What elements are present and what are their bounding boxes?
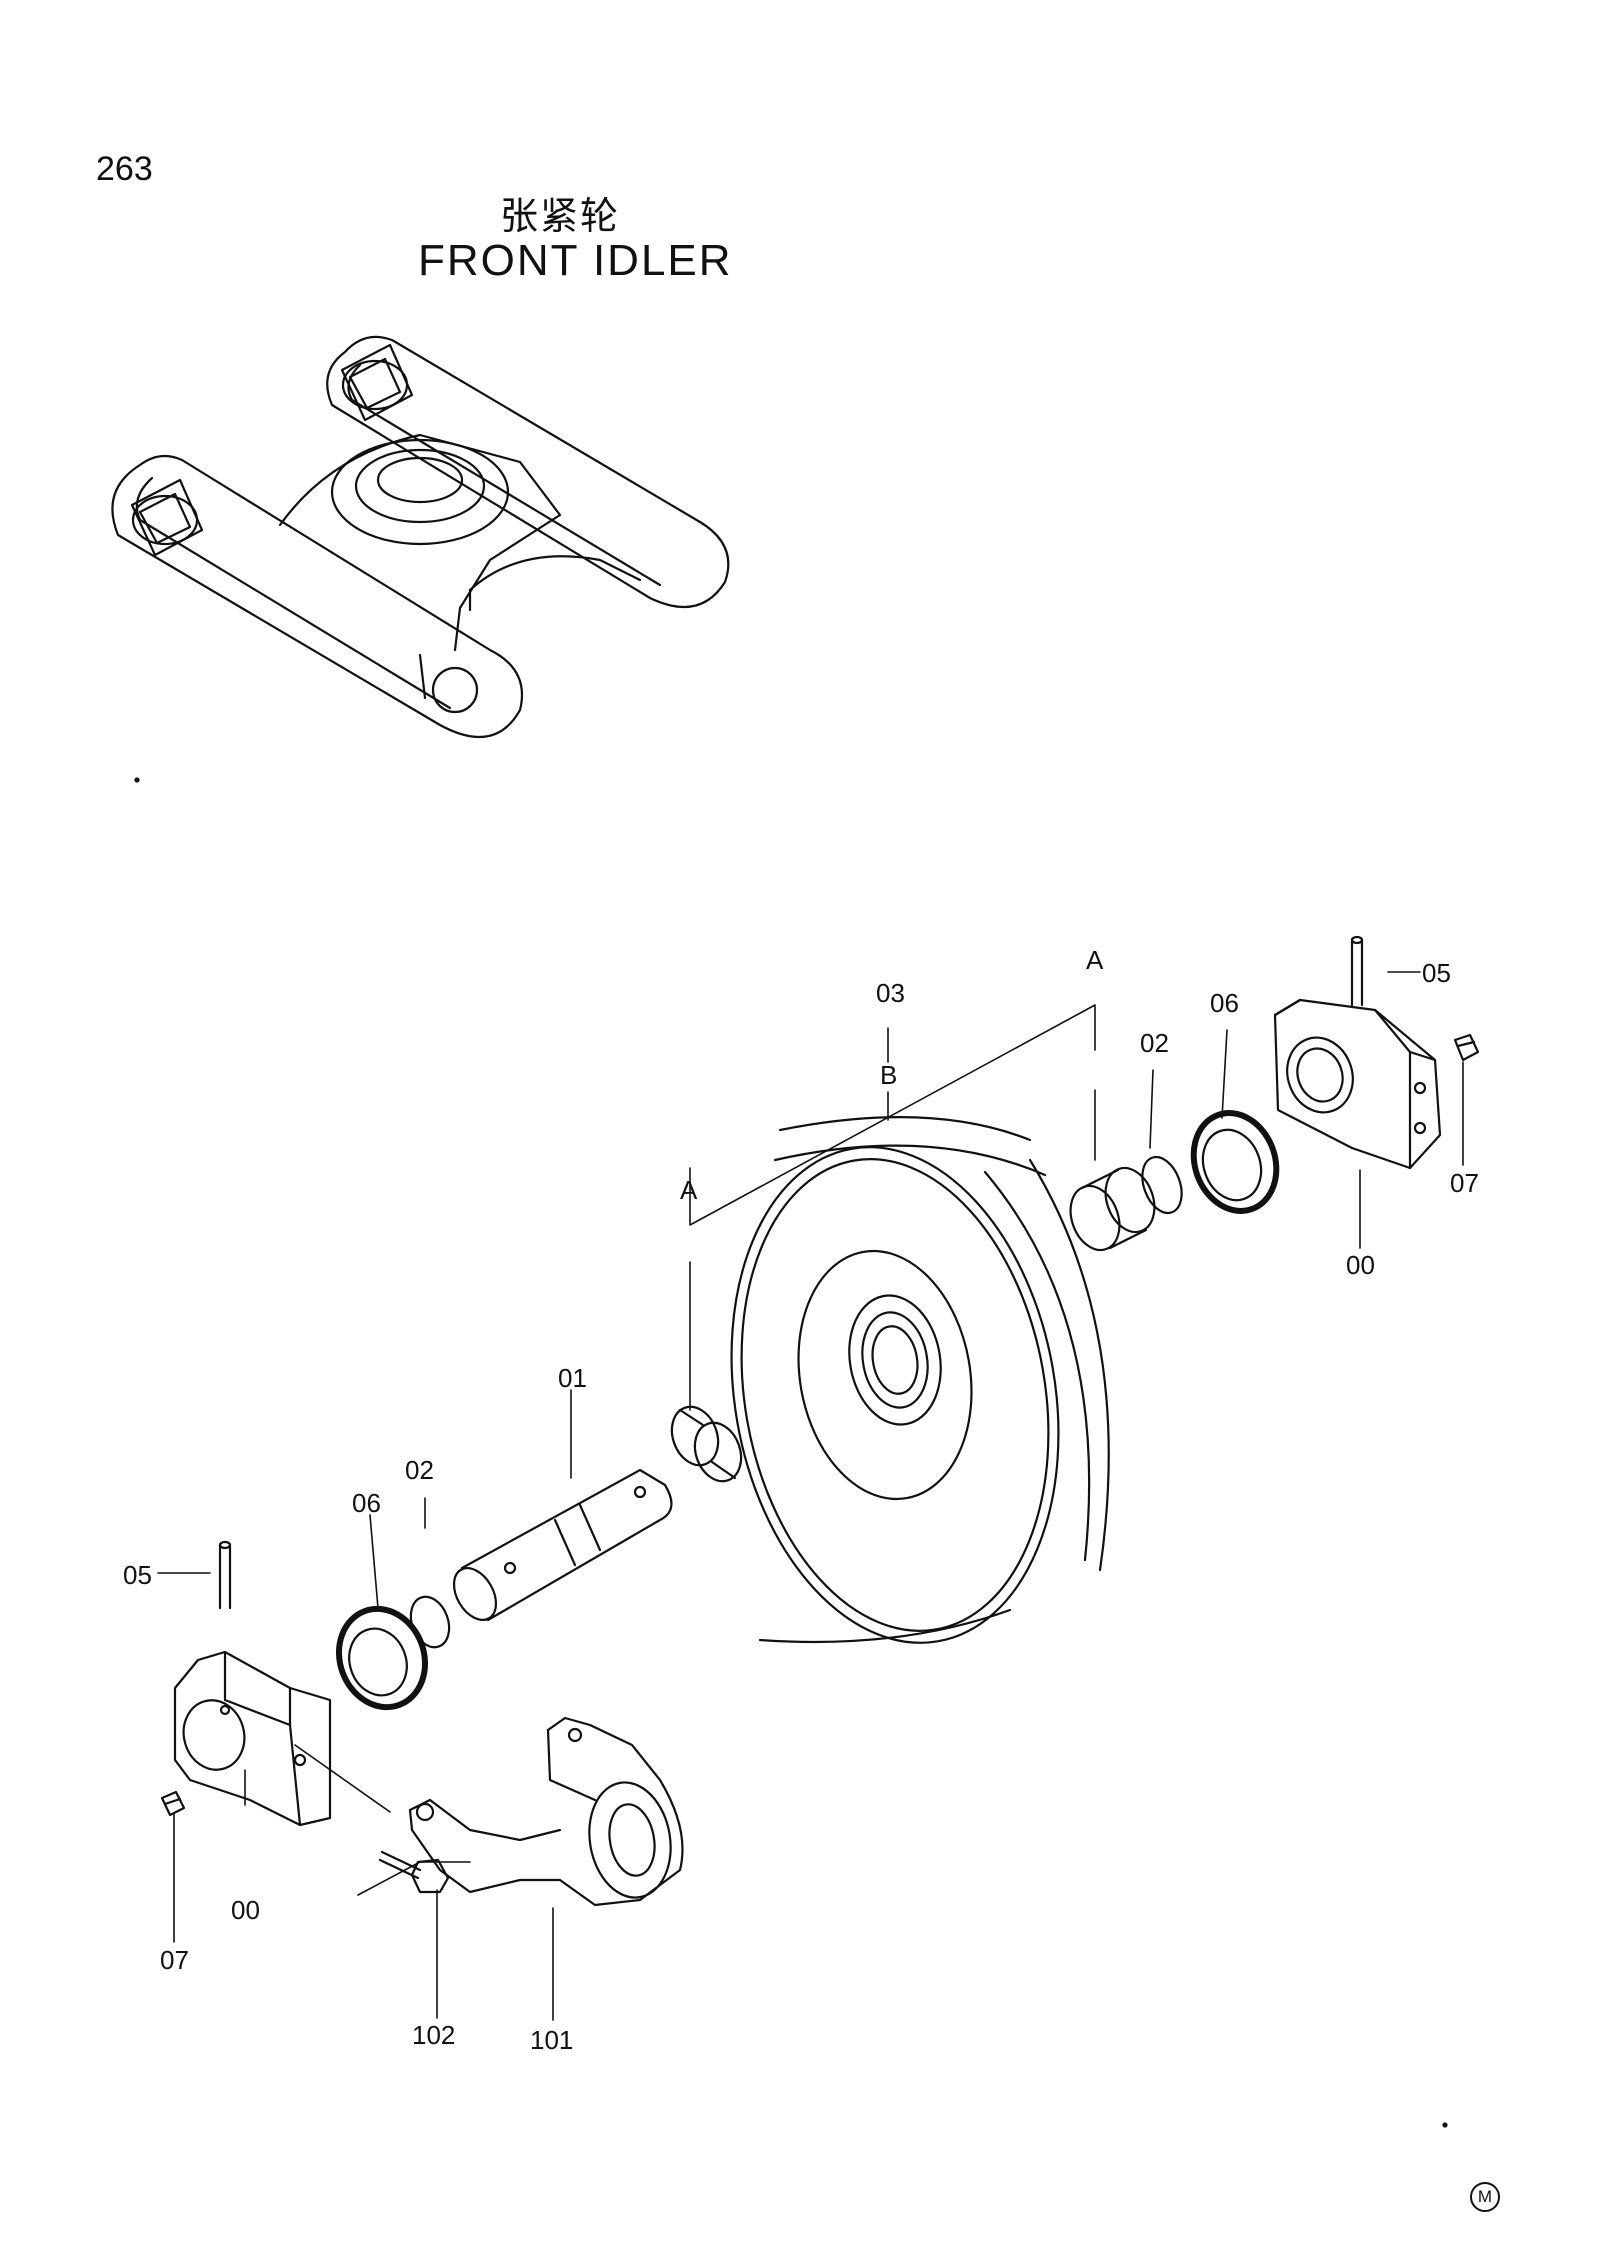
o-ring-02-right — [1141, 1155, 1183, 1215]
title-chinese: 张紧轮 — [500, 194, 621, 238]
shaft-01 — [452, 1468, 673, 1622]
undercarriage-overview-illustration — [111, 335, 730, 739]
callout-B: B — [880, 1060, 898, 1090]
callout-01: 01 — [558, 1363, 587, 1393]
bushing-right — [1069, 1166, 1156, 1252]
callout-00-left: 00 — [231, 1895, 260, 1925]
callout-02-right: 02 — [1140, 1028, 1169, 1058]
plug-07-left — [160, 1790, 186, 1817]
floating-seal-06-right — [1190, 1110, 1280, 1214]
corner-mark: M — [1470, 2182, 1500, 2212]
page-number: 263 — [96, 150, 153, 188]
callout-102: 102 — [412, 2020, 456, 2050]
callout-02-left: 02 — [405, 1455, 434, 1485]
callout-A-top: A — [1086, 945, 1104, 975]
support-block-00-right — [1273, 998, 1442, 1170]
callout-07-left: 07 — [160, 1945, 189, 1975]
callout-00-right: 00 — [1346, 1250, 1375, 1280]
title-english: FRONT IDLER — [418, 236, 733, 285]
callout-A-left: A — [680, 1175, 698, 1205]
callout-06-right: 06 — [1210, 988, 1239, 1018]
bolt-102 — [378, 1850, 450, 1894]
floating-seal-06-left — [335, 1605, 429, 1711]
plug-07-right — [1453, 1033, 1480, 1062]
pin-05-right — [1350, 935, 1364, 1007]
callout-05-right: 05 — [1422, 958, 1451, 988]
callout-05-left: 05 — [123, 1560, 152, 1590]
pin-05-left — [218, 1540, 232, 1610]
callout-03: 03 — [876, 978, 905, 1008]
bracket-101 — [408, 1716, 684, 1907]
callout-101: 101 — [530, 2025, 574, 2055]
callout-06-left: 06 — [352, 1488, 381, 1518]
support-block-00-left — [173, 1650, 332, 1827]
callout-07-right: 07 — [1450, 1168, 1479, 1198]
idler-wheel-03 — [730, 1116, 1110, 1644]
bushing-left — [670, 1405, 743, 1483]
